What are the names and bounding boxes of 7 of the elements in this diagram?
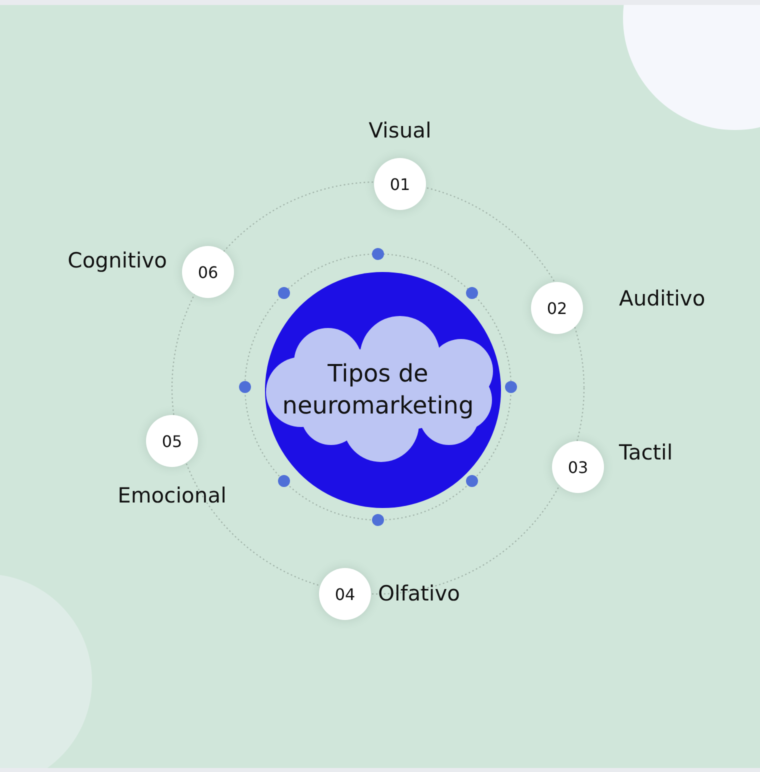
category-label: Cognitivo bbox=[68, 248, 167, 274]
category-label: Olfativo bbox=[378, 581, 460, 607]
category-label: Auditivo bbox=[619, 286, 706, 312]
category-label: Visual bbox=[368, 118, 432, 144]
category-label: Tactil bbox=[619, 440, 673, 466]
category-label: Emocional bbox=[118, 483, 226, 509]
topic-title: Tipos de neuromarketing bbox=[281, 358, 475, 421]
